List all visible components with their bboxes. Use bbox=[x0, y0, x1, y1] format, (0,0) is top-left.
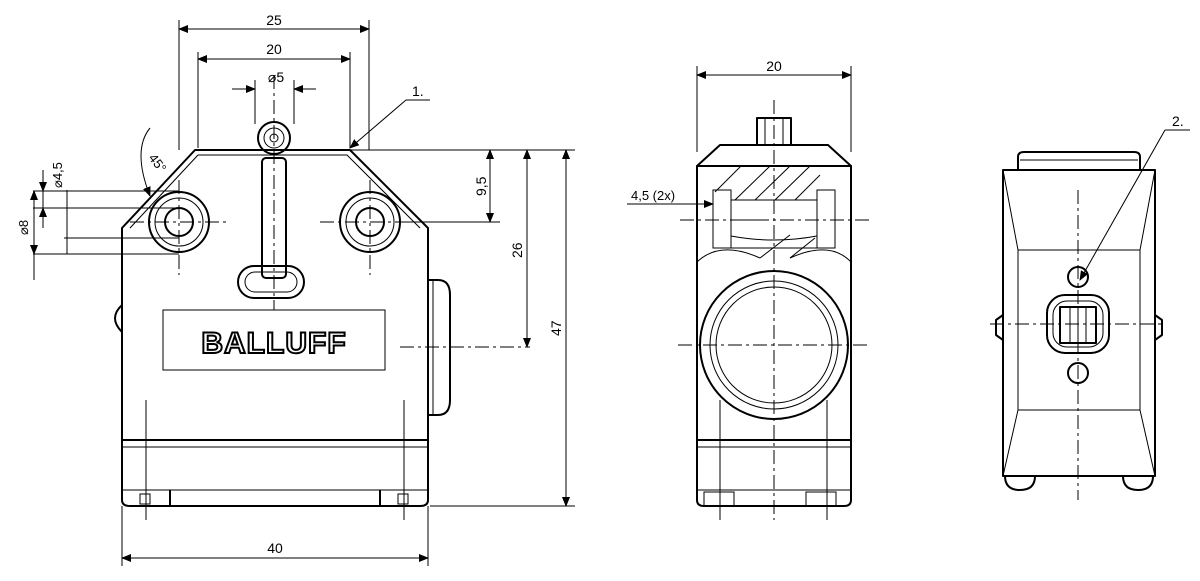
front-base bbox=[121, 439, 429, 507]
front-lever-slot bbox=[237, 265, 305, 299]
dim-axis-height: 26 bbox=[509, 242, 525, 258]
side-view: 20 4,5 (2x) bbox=[627, 58, 870, 520]
dim-hole-large: ⌀8 bbox=[16, 220, 31, 235]
front-view: BALLUFF 25 20 ⌀5 1. bbox=[16, 12, 575, 566]
dim-bottom-width: 40 bbox=[267, 540, 283, 556]
balluff-logo-text: BALLUFF bbox=[201, 327, 346, 360]
dim-total-height: 47 bbox=[548, 320, 564, 336]
dim-hole-small: ⌀4,5 bbox=[50, 162, 65, 188]
rear-view: 2. bbox=[990, 113, 1190, 500]
rear-top-cap bbox=[1017, 151, 1141, 170]
side-dim-hole: 4,5 (2x) bbox=[631, 188, 675, 203]
dim-roller-diameter: ⌀5 bbox=[268, 69, 284, 85]
side-section-hatching bbox=[714, 165, 821, 259]
side-dim-width: 20 bbox=[766, 58, 782, 74]
dim-top-width: 25 bbox=[266, 12, 282, 28]
dim-hole-height: 9,5 bbox=[473, 176, 489, 196]
rear-housing bbox=[1002, 169, 1156, 477]
dim-inner-width: 20 bbox=[266, 41, 282, 57]
balluff-logo: BALLUFF bbox=[162, 309, 386, 371]
callout-1: 1. bbox=[412, 83, 424, 99]
callout-2: 2. bbox=[1172, 113, 1184, 129]
dim-angle: 45° bbox=[146, 151, 170, 176]
